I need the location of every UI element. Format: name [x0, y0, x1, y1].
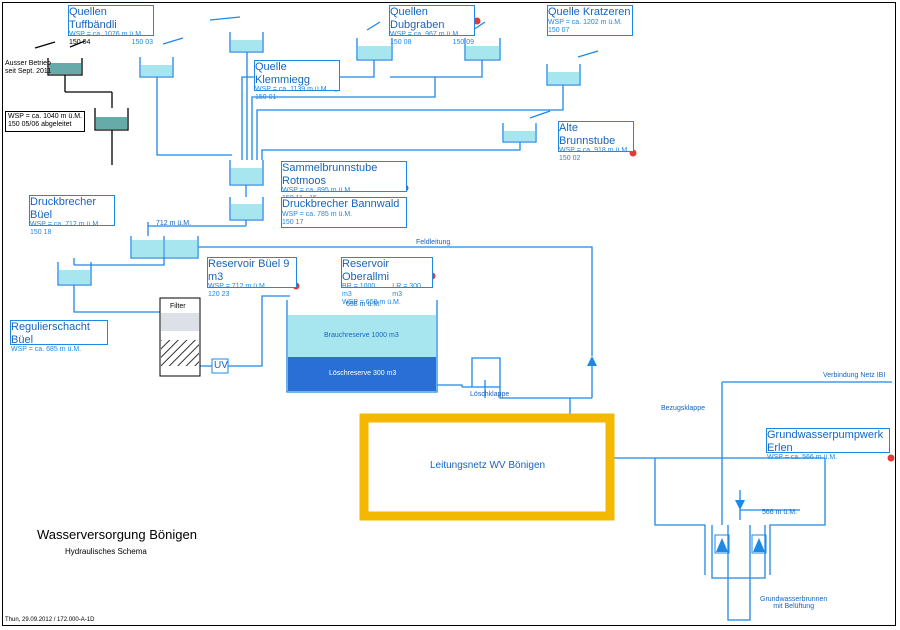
- box-wsp: WSP = ca. 895 m ü.M.: [282, 187, 353, 195]
- pump-icon: [587, 356, 597, 366]
- label-brauchreserve: Brauchreserve 1000 m3: [324, 332, 399, 339]
- box-id: 150 09: [452, 39, 474, 47]
- label-grundwasserbrunnen: Grundwasserbrunnen mit Belüftung: [760, 596, 828, 610]
- loeschreserve-fill: [288, 357, 436, 391]
- box-title: Quellen Dubgraben: [390, 6, 445, 31]
- pump-icon: [735, 500, 745, 510]
- box-id: 150 17: [282, 218, 304, 226]
- box-id: 150 01: [255, 94, 277, 102]
- diagram-subtitle: Hydraulisches Schema: [65, 547, 147, 556]
- box-title: Reservoir Büel 9 m3: [208, 258, 290, 283]
- box-wsp: WSP = ca. 566 m ü.M.: [767, 454, 838, 462]
- uv-unit: [211, 358, 229, 374]
- label-loeschklappe: Löschklappe: [470, 391, 510, 398]
- box-wsp: WSP = ca. 918 m ü.M.: [559, 147, 630, 155]
- diagram-title: Wasserversorgung Bönigen: [37, 527, 197, 542]
- box-title: Druckbrecher Büel: [30, 196, 97, 221]
- box-title: Quelle Kratzeren: [548, 6, 631, 18]
- label-ausser-betrieb: Ausser Betrieb seit Sept. 2011: [5, 60, 52, 76]
- box-title: Sammelbrunnstube Rotmoos: [282, 162, 378, 187]
- label-verbindung: Verbindung Netz IBI: [823, 372, 886, 379]
- box-druckbrecher-bannwald: Druckbrecher Bannwald WSP = ca. 785 m ü.…: [281, 197, 407, 228]
- box-wsp: WSP = ca. 1076 m ü.M.: [69, 31, 143, 39]
- box-quelle-kratzeren: Quelle Kratzeren WSP = ca. 1202 m ü.M. 1…: [547, 5, 633, 36]
- box-title: Grundwasserpumpwerk Erlen: [767, 429, 884, 454]
- box-regulierschacht: Regulierschacht Büel WSP = ca. 685 m ü.M…: [10, 320, 108, 353]
- footer-reference: Thun, 29.09.2012 / 172.000-A-1D: [5, 617, 95, 623]
- box-grundwasserpumpwerk: Grundwasserpumpwerk Erlen WSP = ca. 566 …: [766, 428, 890, 461]
- box-title: Druckbrecher Bannwald: [282, 198, 400, 210]
- box-wsp: WSP = ca. 1139 m ü.M.: [255, 86, 329, 94]
- box-title: Quelle Klemmiegg: [255, 61, 311, 86]
- box-reservoir-oberallmi: Reservoir Oberallmi BR = 1000 m3 LR = 300…: [341, 257, 433, 306]
- marker-pumpwerk: [887, 454, 895, 462]
- label-loeschreserve: Löschreserve 300 m3: [329, 370, 397, 377]
- box-wsp: WSP = 658 m ü.M.: [342, 299, 401, 307]
- box-reservoir-bueel: Reservoir Büel 9 m3 WSP = 712 m ü.M. 120…: [207, 257, 297, 298]
- box-wsp: WSP = ca. 785 m ü.M.: [282, 210, 353, 218]
- box-alte-brunnstube: Alte Brunnstube WSP = ca. 918 m ü.M. 150…: [558, 121, 634, 162]
- label-bezugsklappe: Bezugsklappe: [661, 405, 705, 412]
- box-title: Reservoir Oberallmi: [342, 258, 390, 283]
- label-uv: UV: [214, 360, 228, 371]
- marker-dubgraben: [473, 17, 481, 25]
- box-sammelbrunnstube: Sammelbrunnstube Rotmoos WSP = ca. 895 m…: [281, 161, 407, 202]
- box-wsp: WSP = ca. 712 m ü.M.: [30, 221, 101, 229]
- box-title: Alte Brunnstube: [559, 122, 616, 147]
- label-level-712: 712 m ü.M.: [156, 220, 192, 227]
- box-id: 150 03: [131, 39, 153, 47]
- label-leitungsnetz: Leitungsnetz WV Bönigen: [430, 460, 546, 471]
- box-br: BR = 1000 m3: [342, 283, 376, 299]
- label-filter: Filter: [170, 303, 186, 310]
- label-feldleitung: Feldleitung: [416, 239, 451, 246]
- box-id: 150 07: [548, 26, 570, 34]
- network-border: [359, 413, 615, 521]
- box-id: 150 08: [390, 39, 412, 47]
- box-id: 120 23: [208, 291, 230, 299]
- label-level-566: 566 m ü.M.: [762, 509, 798, 516]
- box-wsp: WSP = ca. 967 m ü.M.: [390, 31, 461, 39]
- box-id: 150 18: [30, 229, 52, 237]
- box-wsp: WSP = ca. 685 m ü.M.: [11, 346, 82, 354]
- box-quelle-klemmiegg: Quelle Klemmiegg WSP = ca. 1139 m ü.M. 1…: [254, 60, 340, 101]
- box-title: Quellen Tuffbändli: [69, 6, 117, 31]
- box-abgeleitet: WSP = ca. 1040 m ü.M. 150 05/06 abgeleit…: [5, 111, 85, 132]
- box-druckbrecher-bueel: Druckbrecher Büel WSP = ca. 712 m ü.M. 1…: [29, 195, 115, 236]
- label-level-658: 658 m ü.M.: [346, 301, 382, 308]
- box-wsp: WSP = 712 m ü.M.: [208, 283, 267, 291]
- box-lr: LR = 300 m3: [392, 283, 421, 299]
- box-quellen-tuffbaendli: Quellen Tuffbändli WSP = ca. 1076 m ü.M.…: [68, 5, 154, 46]
- box-id: 150 04: [69, 39, 91, 47]
- box-wsp: WSP = ca. 1202 m ü.M.: [548, 18, 622, 26]
- box-id: 150 02: [559, 155, 581, 163]
- box-quellen-dubgraben: Quellen Dubgraben WSP = ca. 967 m ü.M. 1…: [389, 5, 475, 46]
- box-title: Regulierschacht Büel: [11, 321, 90, 346]
